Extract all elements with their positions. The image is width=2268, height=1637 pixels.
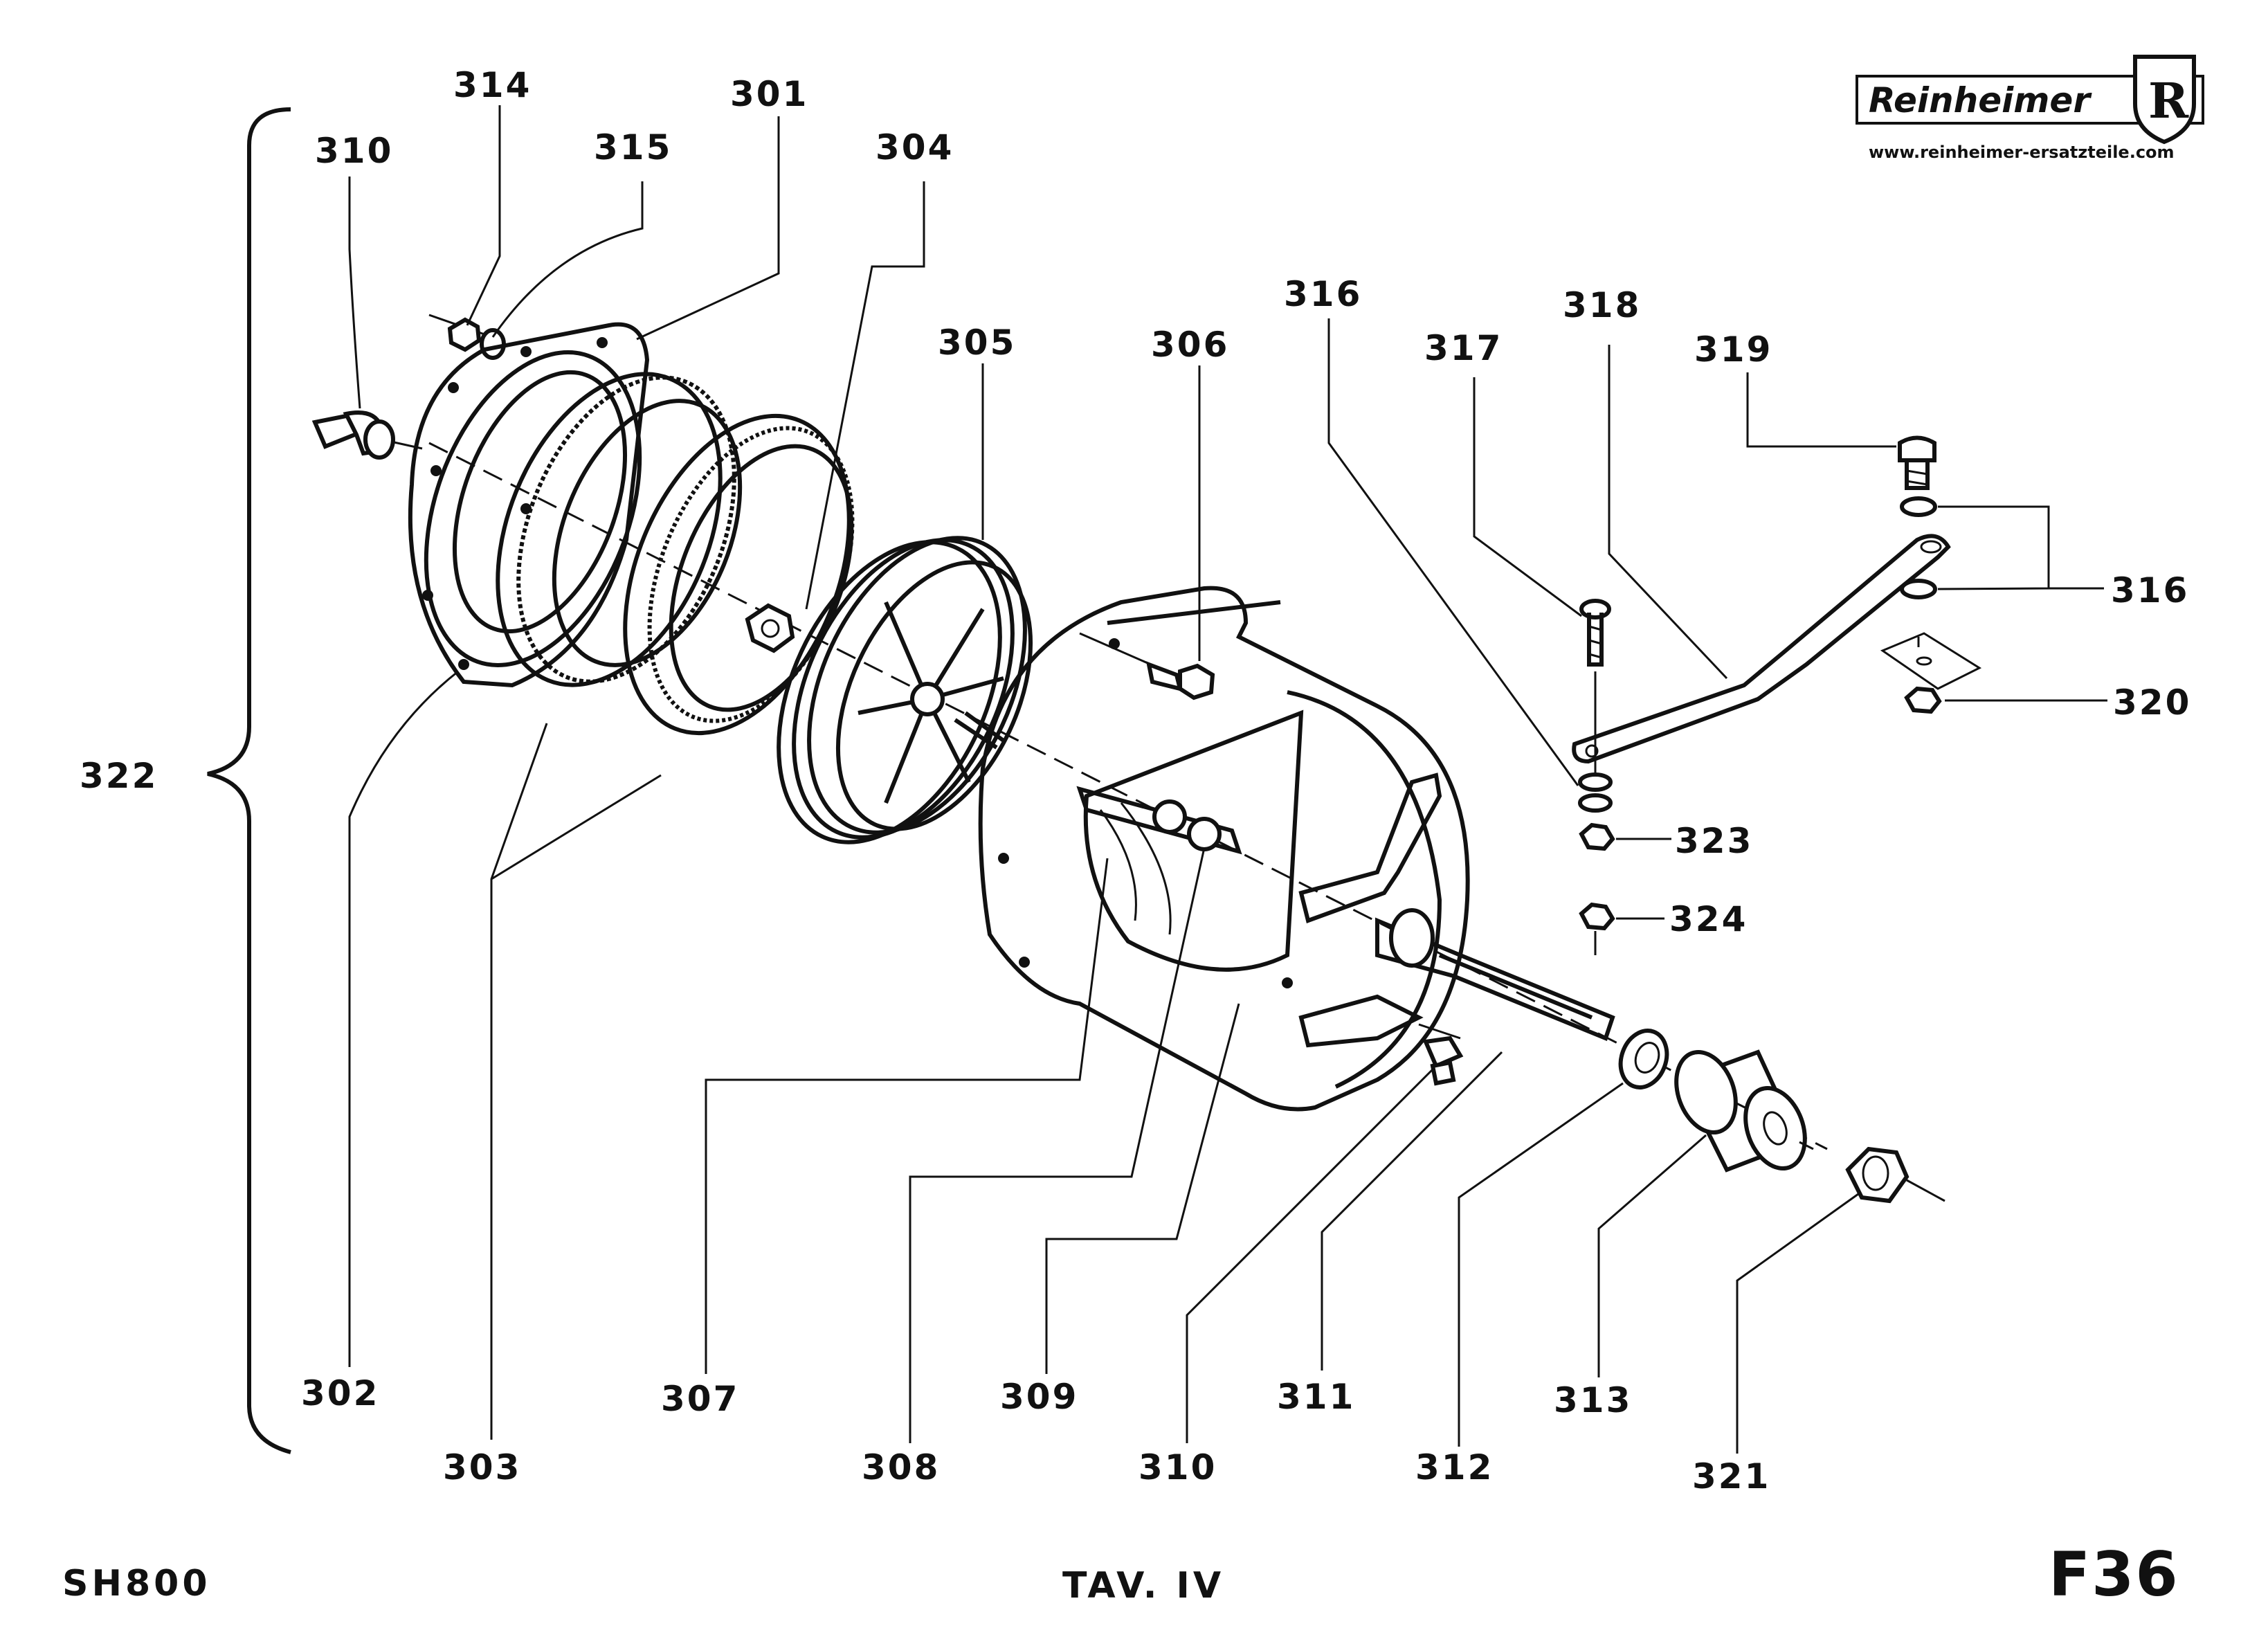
label-316-right: 316 [2111,570,2189,611]
impeller-305 [777,536,1033,844]
elbow-fitting-310-top [311,410,423,460]
label-312: 312 [1415,1447,1494,1487]
part-labels: 314 301 310 315 304 305 306 316 317 318 … [301,65,2191,1496]
footer: SH800 TAV. IV F36 [62,1539,2179,1610]
roller-313 [1674,1049,1814,1173]
gasket-ring-304 [623,413,855,736]
label-315: 315 [594,127,672,168]
screw-306 [1079,632,1215,700]
part-drawings [311,314,1982,1204]
lever-bar-318 [1572,534,1951,764]
leader-lines [348,105,2107,1454]
bolt-stack-319 [1880,435,1982,714]
page-code: F36 [2049,1539,2179,1610]
label-324: 324 [1669,899,1748,939]
label-311: 311 [1277,1377,1355,1417]
label-310-top: 310 [315,131,393,171]
label-320: 320 [2113,682,2191,723]
label-305: 305 [938,323,1016,363]
nut-321 [1845,1146,1945,1204]
label-309: 309 [1000,1377,1078,1417]
seal-312 [1618,1029,1669,1089]
elbow-fitting-310-bottom [1418,1023,1464,1086]
brand-logo: Reinheimer R www.reinheimer-ersatzteile.… [1856,55,2204,162]
label-303: 303 [443,1447,521,1487]
label-323: 323 [1675,821,1753,861]
sealing-rings-303 [496,372,743,687]
shield-icon [2133,55,2196,145]
label-321: 321 [1692,1456,1770,1496]
label-310-bottom: 310 [1138,1447,1217,1487]
brand-website: www.reinheimer-ersatzteile.com [1869,143,2175,162]
bolt-stack-317 [1578,599,1615,955]
assembly-bracket: 322 [80,107,291,1454]
label-306: 306 [1151,325,1229,365]
label-316-top: 316 [1284,274,1362,314]
label-301: 301 [730,74,808,114]
model-code: SH800 [62,1563,211,1604]
label-308: 308 [862,1447,940,1487]
label-307: 307 [661,1379,739,1419]
label-318: 318 [1563,285,1641,325]
table-number: TAV. IV [1062,1565,1224,1607]
label-317: 317 [1424,328,1503,368]
label-313: 313 [1554,1380,1632,1420]
label-302: 302 [301,1373,379,1413]
label-314: 314 [453,65,532,105]
front-cover-302 [408,322,650,688]
label-322: 322 [80,756,158,796]
pump-housing [978,586,1615,1112]
logo-letter: R [2148,72,2189,129]
brand-name: Reinheimer [1869,80,2092,120]
label-304: 304 [876,127,954,168]
label-319: 319 [1694,329,1772,370]
